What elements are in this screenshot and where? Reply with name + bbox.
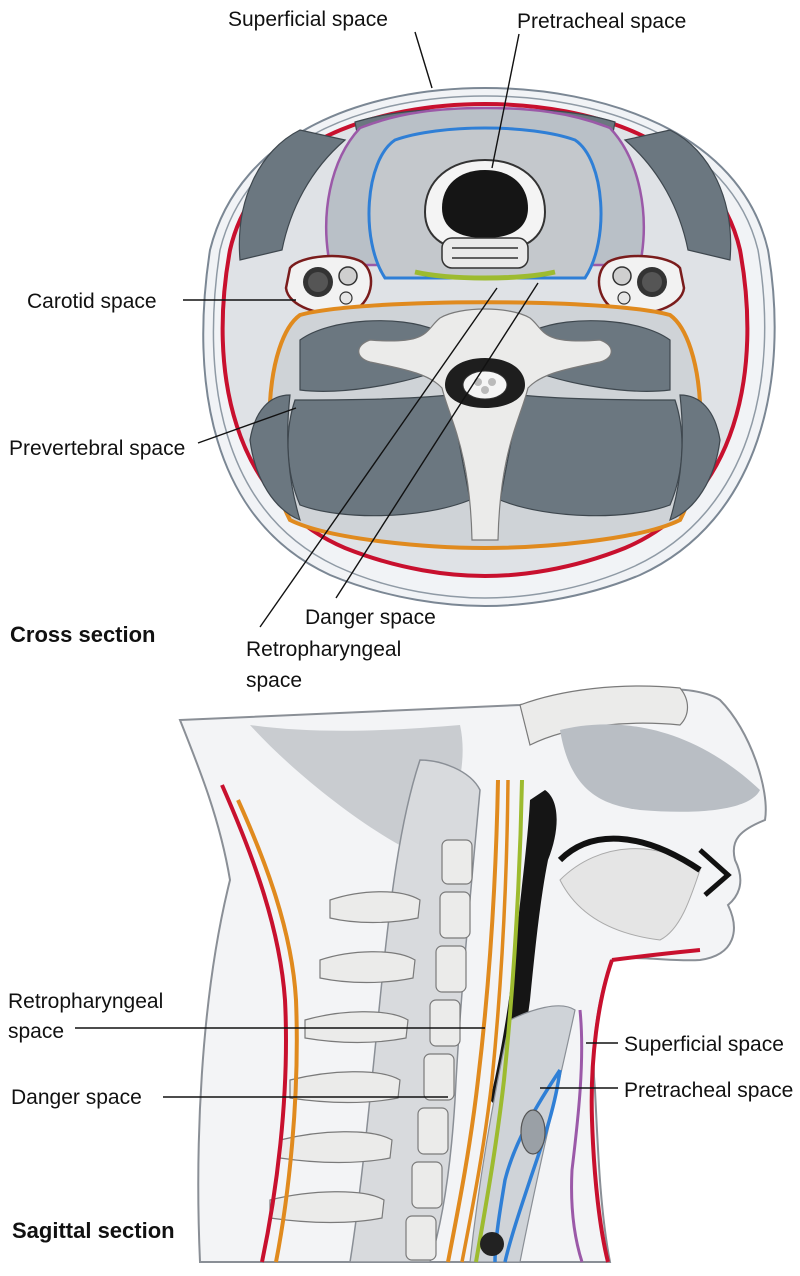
cervical-vertebra [358,308,612,541]
carotid-sheath-right [597,254,686,315]
label-carotid-space: Carotid space [27,290,157,313]
carotid-sheath-left [284,254,373,315]
leader-prevertebral-x [197,407,297,444]
label-pretracheal-space-sagittal: Pretracheal space [624,1079,793,1102]
tongue [559,848,701,941]
esophagus [441,237,529,269]
sagittal-section-illustration [75,685,767,1263]
label-retropharyngeal-sagittal-line2: space [8,1020,64,1043]
caption-sagittal-section: Sagittal section [12,1218,175,1243]
tracheal-lumen [442,170,528,238]
label-retropharyngeal-cross-line2: space [246,669,302,692]
caption-cross-section: Cross section [10,622,156,647]
leader-pretracheal-x [491,33,520,169]
label-prevertebral-space: Prevertebral space [9,437,185,460]
label-superficial-space-cross: Superficial space [228,8,388,31]
label-danger-space-cross: Danger space [305,606,436,629]
spinous-processes [269,891,421,1224]
cross-section-illustration [183,31,776,628]
investing-fascia-anterior [589,948,701,1263]
label-pretracheal-space-cross: Pretracheal space [517,10,686,33]
label-retropharyngeal-cross-line1: Retropharyngeal [246,638,401,661]
investing-fascia-posterior [220,784,288,1263]
buccopharyngeal-fascia [414,269,556,281]
label-danger-space-sagittal: Danger space [11,1086,142,1109]
label-superficial-space-sagittal: Superficial space [624,1033,784,1056]
vertebral-bodies [405,839,473,1261]
leader-danger-x [335,282,539,599]
danger-space-fascia [460,779,510,1263]
buccopharyngeal-fascia-sagittal [474,779,524,1263]
superficial-fascia-anterior [570,1009,584,1263]
label-retropharyngeal-sagittal-line1: Retropharyngeal [8,990,163,1013]
prevertebral-fascia-posterior [236,799,299,1263]
prevertebral-fascia-anterior [446,779,500,1263]
leader-retropharyngeal-x [259,287,498,628]
leader-superficial-x [414,31,433,89]
